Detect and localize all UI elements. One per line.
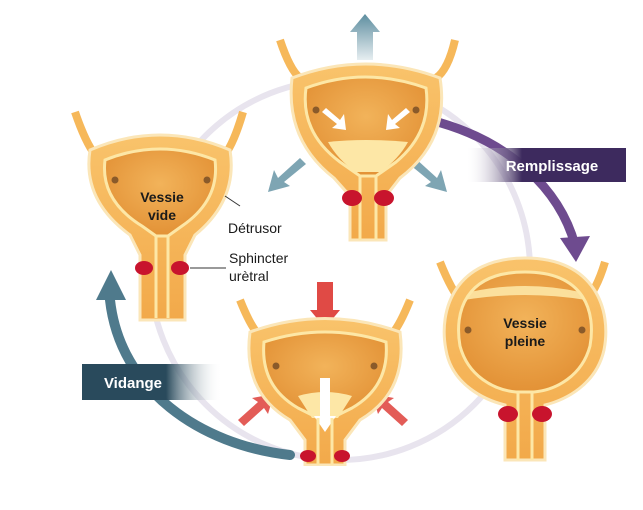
- empty-bladder: [71, 110, 247, 322]
- voiding-bladder: [236, 282, 414, 467]
- empty-bladder-label-1: Vessie: [140, 189, 184, 205]
- bottom-margin: [0, 466, 643, 510]
- filling-arrow: [425, 115, 580, 250]
- voiding-arrow: [105, 295, 295, 460]
- sphincter-label-2: urètral: [229, 268, 269, 284]
- sphincter-label-1: Sphincter: [229, 250, 288, 266]
- full-bladder-label-1: Vessie: [503, 315, 547, 331]
- detrusor-label: Détrusor: [228, 220, 282, 236]
- full-bladder: [436, 256, 609, 462]
- voiding-banner: Vidange: [82, 364, 222, 400]
- filling-bladder: [268, 14, 459, 242]
- filling-arrow-head: [560, 236, 590, 262]
- detrusor-leader: [224, 195, 241, 207]
- voiding-label: Vidange: [104, 375, 162, 392]
- filling-label: Remplissage: [506, 158, 599, 175]
- voiding-arrow-head: [96, 270, 126, 300]
- full-bladder-label-2: pleine: [505, 333, 546, 349]
- empty-bladder-label-2: vide: [148, 207, 176, 223]
- filling-banner: Remplissage: [466, 148, 626, 182]
